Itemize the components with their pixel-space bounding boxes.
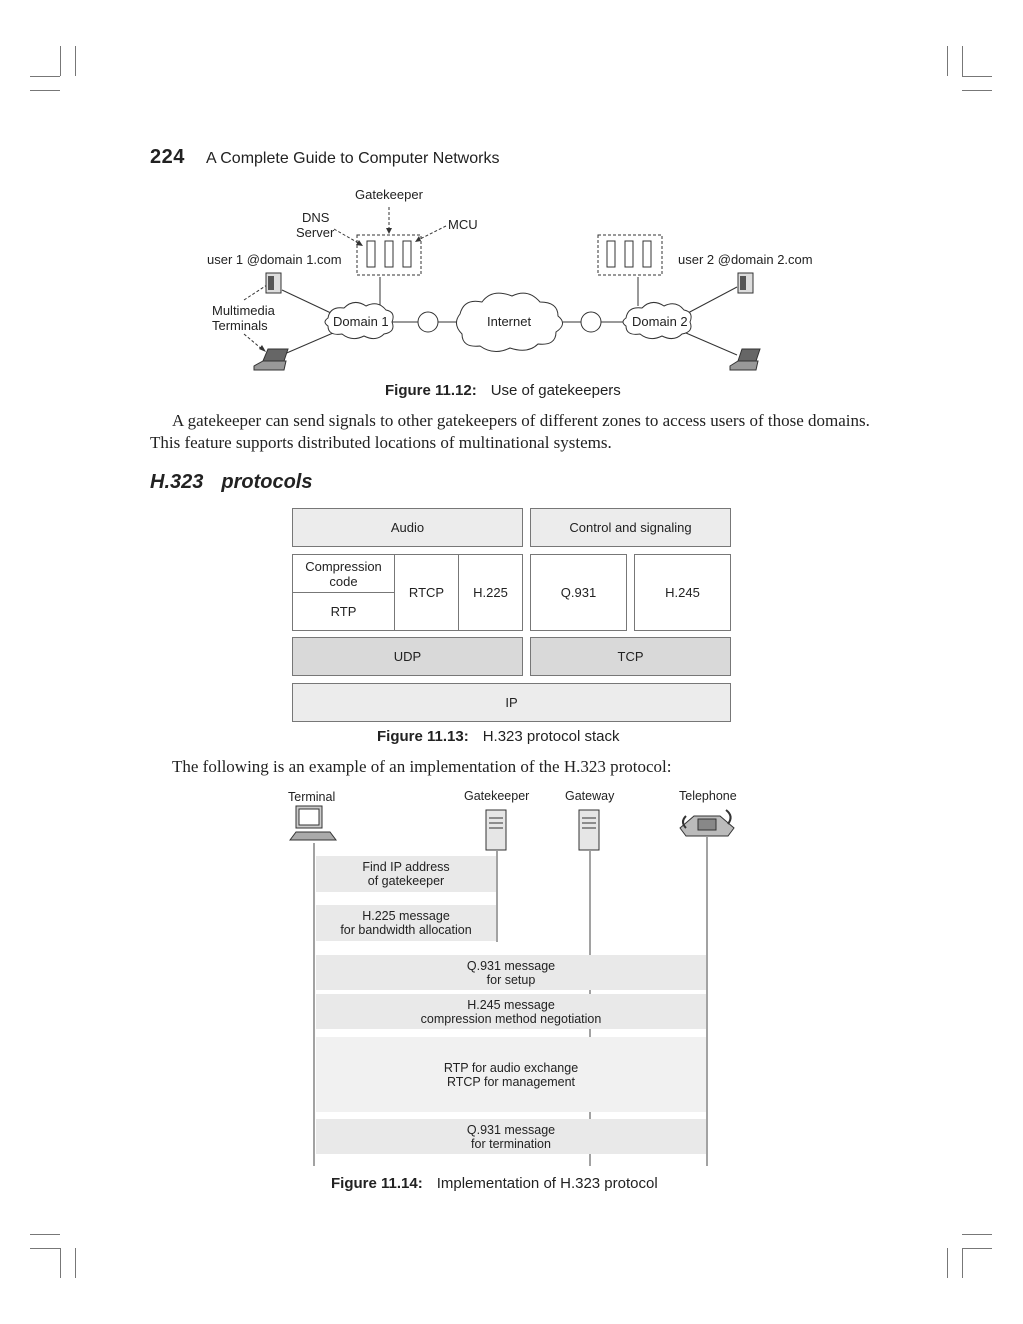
gatekeeper-network-diagram [243,207,761,371]
mcu-label: MCU [448,217,478,232]
dns-label-line2: Server [296,225,335,240]
domain2-label: Domain 2 [632,314,688,329]
body-paragraph: The following is an example of an implem… [172,757,672,776]
user2-label: user 2 @domain 2.com [678,252,813,267]
figure-caption: Figure 11.13:H.323 protocol stack [377,728,620,745]
laptop-icon [253,348,289,371]
computer-icon [289,805,337,841]
h323-sequence-diagram [289,805,735,1166]
h225-cell: H.225 [458,554,523,631]
dns-label-line1: DNS [302,210,330,225]
q931-cell: Q.931 [530,554,627,631]
udp-layer: UDP [292,637,523,676]
page-number: 224 [150,146,185,168]
gatekeeper-label: Gatekeeper [464,789,530,803]
gateway-label: Gateway [565,789,615,803]
tcp-layer: TCP [530,637,731,676]
telephone-icon [679,809,735,837]
multimedia-label-line1: Multimedia [212,303,275,318]
server-icon [578,809,600,851]
telephone-label: Telephone [679,789,737,803]
phone-icon [737,272,754,294]
h245-cell: H.245 [634,554,731,631]
server-icon [485,809,507,851]
body-paragraph: A gatekeeper can send signals to other g… [150,411,870,452]
user1-label: user 1 @domain 1.com [207,252,342,267]
audio-layer: Audio [292,508,523,547]
multimedia-label-line2: Terminals [212,318,268,333]
domain1-label: Domain 1 [333,314,389,329]
phone-icon [265,272,282,294]
running-header-title: A Complete Guide to Computer Networks [206,150,500,167]
internet-label: Internet [487,314,532,329]
laptop-icon [729,348,761,371]
figure-caption: Figure 11.12:Use of gatekeepers [385,382,621,399]
ip-layer: IP [292,683,731,722]
gatekeeper-label: Gatekeeper [355,187,423,202]
control-signaling-layer: Control and signaling [530,508,731,547]
terminal-label: Terminal [288,790,336,804]
figure-caption: Figure 11.14:Implementation of H.323 pro… [331,1175,658,1192]
compression-code-cell: Compression code [292,554,395,593]
